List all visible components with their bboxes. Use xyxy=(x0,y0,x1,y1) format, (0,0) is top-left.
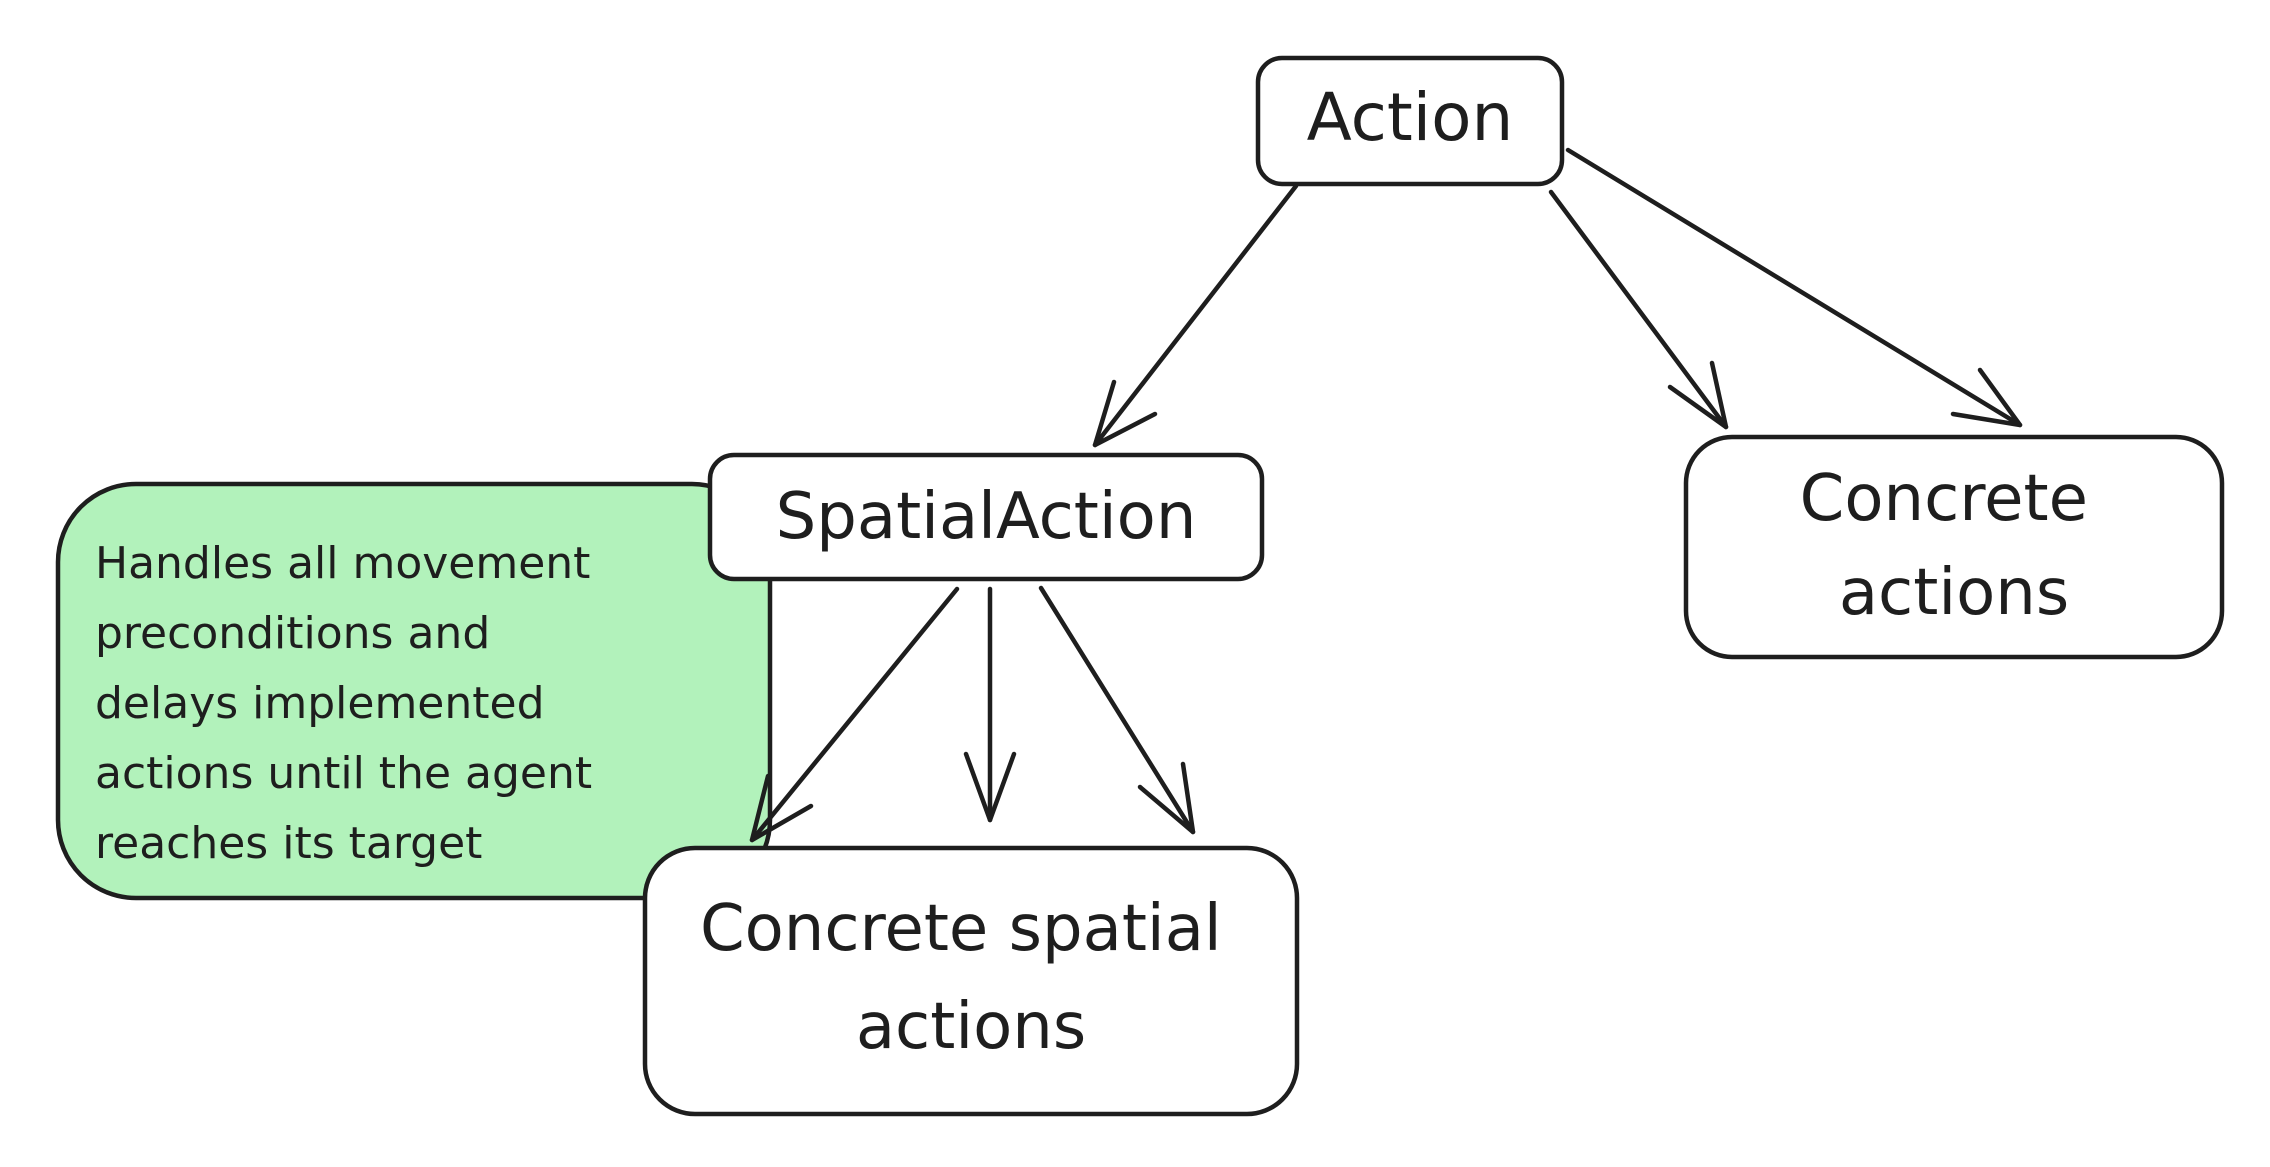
concrete-actions-node-label: Concrete actions xyxy=(1800,462,2109,630)
note-box[interactable]: Handles all movement preconditions and d… xyxy=(55,481,773,901)
concrete-actions-line: Concrete xyxy=(1800,462,2088,536)
note-line: reaches its target xyxy=(95,818,482,869)
spatial-action-node-label: SpatialAction xyxy=(776,480,1197,554)
spatial-action-node[interactable]: SpatialAction xyxy=(707,452,1265,582)
arrow-action-to-concrete-actions-2[interactable] xyxy=(1565,147,2023,428)
arrow-spatial-to-concrete-spatial-3[interactable] xyxy=(1038,585,1196,835)
concrete-actions-line: actions xyxy=(1839,556,2069,630)
note-text: Handles all movement preconditions and d… xyxy=(95,538,606,869)
edges xyxy=(749,147,2023,843)
arrow-action-to-concrete-actions-1[interactable] xyxy=(1548,189,1729,430)
action-node[interactable]: Action xyxy=(1255,55,1565,187)
concrete-spatial-actions-node-shape xyxy=(642,845,1300,1117)
arrow-spatial-to-concrete-spatial-2[interactable] xyxy=(963,586,1017,823)
note-box-shape xyxy=(55,481,773,901)
action-node-label: Action xyxy=(1307,79,1514,156)
concrete-spatial-actions-line: actions xyxy=(856,990,1086,1064)
arrow-spatial-to-concrete-spatial-1[interactable] xyxy=(749,586,960,843)
concrete-spatial-actions-line: Concrete spatial xyxy=(700,892,1222,966)
note-line: Handles all movement xyxy=(95,538,590,589)
arrow-action-to-spatial-action[interactable] xyxy=(1092,183,1299,448)
note-line: delays implemented xyxy=(95,678,545,729)
concrete-spatial-actions-node-label: Concrete spatial actions xyxy=(700,892,1242,1064)
spatial-action-node-shape xyxy=(707,452,1265,582)
concrete-spatial-actions-node[interactable]: Concrete spatial actions xyxy=(642,845,1300,1117)
note-line: actions until the agent xyxy=(95,748,592,799)
note-line: preconditions and xyxy=(95,608,490,659)
concrete-actions-node[interactable]: Concrete actions xyxy=(1683,434,2225,660)
concrete-actions-node-shape xyxy=(1683,434,2225,660)
action-node-shape xyxy=(1255,55,1565,187)
